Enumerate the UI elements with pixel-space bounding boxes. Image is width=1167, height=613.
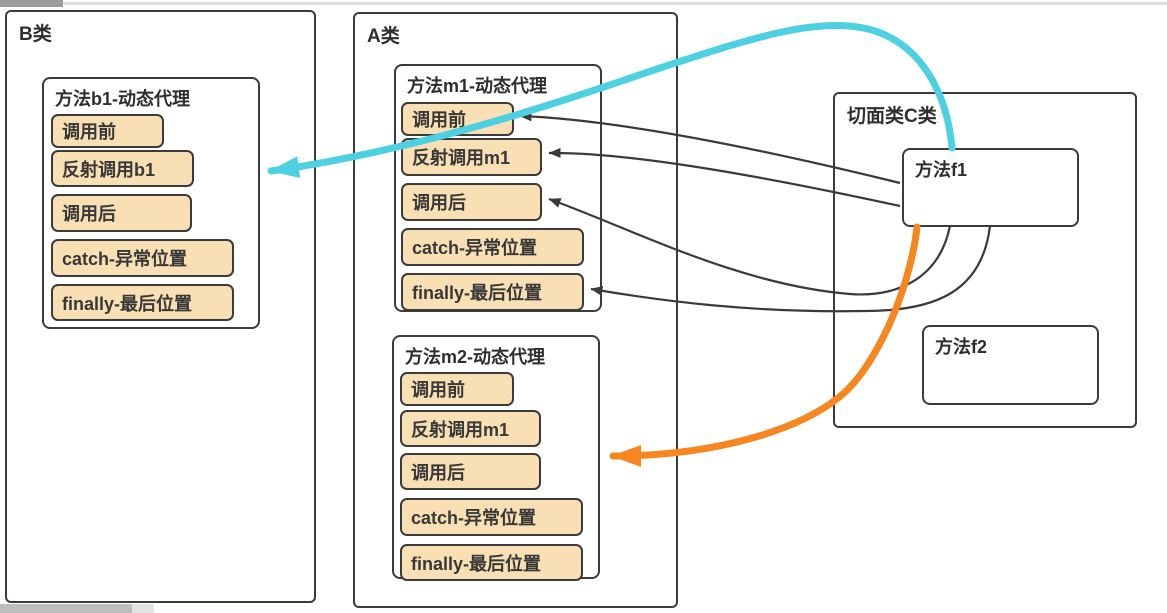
step-after-call: 调用后 xyxy=(51,194,192,232)
method-f2-title: 方法f2 xyxy=(935,337,988,357)
step-finally: finally-最后位置 xyxy=(51,284,234,321)
method-f1-title: 方法f1 xyxy=(915,160,968,180)
step-catch: catch-异常位置 xyxy=(400,498,583,536)
step-reflect-call-m1: 反射调用m1 xyxy=(400,410,541,447)
class-box-c: 切面类C类 方法f1 方法f2 xyxy=(833,92,1137,428)
step-catch: catch-异常位置 xyxy=(401,228,584,266)
class-b-title: B类 xyxy=(19,24,52,45)
horizontal-scrollbar-track-top xyxy=(0,2,1167,5)
method-m1-title: 方法m1-动态代理 xyxy=(407,76,548,96)
horizontal-scrollbar-thumb-bottom[interactable] xyxy=(0,604,132,613)
class-box-b: B类 方法b1-动态代理 调用前 反射调用b1 调用后 catch-异常位置 f… xyxy=(5,10,316,603)
class-a-title: A类 xyxy=(367,26,400,47)
step-before-call: 调用前 xyxy=(400,372,514,406)
method-box-m2: 方法m2-动态代理 调用前 反射调用m1 调用后 catch-异常位置 fina… xyxy=(392,335,600,581)
method-box-f2: 方法f2 xyxy=(922,325,1099,405)
horizontal-scrollbar-thumb-top[interactable] xyxy=(0,0,63,7)
step-before-call: 调用前 xyxy=(401,102,514,136)
method-box-b1: 方法b1-动态代理 调用前 反射调用b1 调用后 catch-异常位置 fina… xyxy=(42,77,260,329)
class-box-a: A类 方法m1-动态代理 调用前 反射调用m1 调用后 catch-异常位置 f… xyxy=(353,12,678,608)
method-b1-title: 方法b1-动态代理 xyxy=(55,89,190,109)
method-box-m1: 方法m1-动态代理 调用前 反射调用m1 调用后 catch-异常位置 fina… xyxy=(394,64,602,312)
step-reflect-call-b1: 反射调用b1 xyxy=(51,150,194,187)
step-finally: finally-最后位置 xyxy=(401,273,584,311)
method-box-f1: 方法f1 xyxy=(902,148,1079,227)
step-reflect-call-m1: 反射调用m1 xyxy=(401,138,542,176)
step-after-call: 调用后 xyxy=(400,453,541,490)
step-catch: catch-异常位置 xyxy=(51,239,234,277)
class-c-title: 切面类C类 xyxy=(847,106,937,127)
horizontal-scrollbar-track-bottom xyxy=(132,604,154,613)
method-m2-title: 方法m2-动态代理 xyxy=(405,347,546,367)
step-finally: finally-最后位置 xyxy=(400,544,583,581)
step-before-call: 调用前 xyxy=(51,114,164,148)
step-after-call: 调用后 xyxy=(401,183,542,221)
